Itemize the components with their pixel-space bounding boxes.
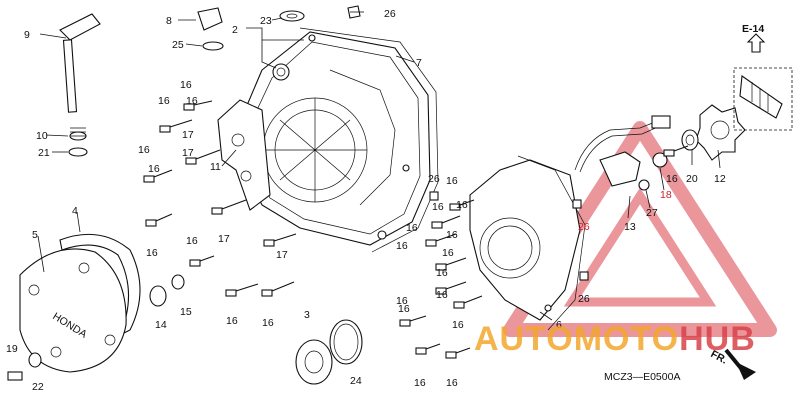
callout-16: 16 — [158, 95, 170, 107]
callout-16: 16 — [226, 315, 238, 327]
callout-16: 16 — [146, 247, 158, 259]
watermark-text: AUTOMOTOHUB — [474, 320, 756, 358]
callout-16: 16 — [436, 289, 448, 301]
svg-text:AUTOMOTOHUB: AUTOMOTOHUB — [474, 320, 756, 358]
callout-16: 16 — [446, 229, 458, 241]
callout-26: 26 — [384, 8, 396, 20]
callout-17: 17 — [218, 233, 230, 245]
callout-16: 16 — [452, 319, 464, 331]
callout-26: 26 — [578, 293, 590, 305]
callout-16: 16 — [396, 240, 408, 252]
callout-23: 23 — [260, 15, 272, 27]
callout-16: 16 — [148, 163, 160, 175]
callout-9: 9 — [24, 29, 30, 41]
callout-17: 17 — [276, 249, 288, 261]
front-arrow — [724, 348, 756, 380]
collar — [681, 129, 699, 151]
callout-16: 16 — [262, 317, 274, 329]
callout-26: 26 — [578, 221, 590, 233]
callout-10: 10 — [36, 130, 48, 142]
pulse-cover: HONDA — [19, 248, 127, 373]
callout-21: 21 — [38, 147, 50, 159]
generator-cover — [469, 155, 586, 331]
drive-plate — [695, 104, 746, 161]
callout-16: 16 — [138, 144, 150, 156]
sensor-wire-assembly — [574, 115, 671, 191]
callout-17: 17 — [182, 129, 194, 141]
callout-16: 16 — [436, 267, 448, 279]
section-reference: E-14 — [742, 23, 764, 35]
callout-3: 3 — [304, 309, 310, 321]
callout-19: 19 — [6, 343, 18, 355]
collar-15 — [171, 274, 185, 290]
callout-26: 26 — [428, 173, 440, 185]
callout-2: 2 — [232, 24, 238, 36]
callout-27: 27 — [646, 207, 658, 219]
callout-16: 16 — [446, 377, 458, 389]
callout-8: 8 — [166, 15, 172, 27]
bolt-19 — [7, 371, 23, 381]
callout-16: 16 — [666, 173, 678, 185]
watermark-auto: AUTO — [474, 320, 574, 358]
oil-seal — [295, 339, 333, 385]
callout-16: 16 — [446, 175, 458, 187]
callout-16: 16 — [414, 377, 426, 389]
clutch-cover-gasket — [299, 27, 439, 253]
grommet-14 — [149, 285, 167, 307]
callout-16: 16 — [442, 247, 454, 259]
callout-16: 16 — [406, 222, 418, 234]
callout-13: 13 — [624, 221, 636, 233]
callout-16: 16 — [186, 95, 198, 107]
callout-18: 18 — [660, 189, 672, 201]
callout-16: 16 — [398, 303, 410, 315]
callout-6: 6 — [556, 319, 562, 331]
callout-7: 7 — [416, 57, 422, 69]
callout-22: 22 — [32, 381, 44, 393]
callout-16: 16 — [186, 235, 198, 247]
callout-16: 16 — [456, 199, 468, 211]
watermark-hub: HUB — [679, 320, 756, 358]
callout-16: 16 — [432, 201, 444, 213]
callout-11: 11 — [210, 161, 221, 173]
washer-22 — [28, 352, 42, 368]
leader-lines — [37, 11, 721, 321]
o-ring — [329, 319, 363, 365]
callout-5: 5 — [32, 229, 38, 241]
callout-14: 14 — [155, 319, 167, 331]
callout-12: 12 — [714, 173, 726, 185]
callout-4: 4 — [72, 205, 78, 217]
bolts — [143, 100, 689, 359]
callout-16: 16 — [180, 79, 192, 91]
pulse-cover-gasket — [59, 233, 141, 337]
dowel-pins — [429, 191, 589, 281]
callout-20: 20 — [686, 173, 698, 185]
mounting-bracket — [217, 99, 271, 211]
diagram-code: MCZ3—E0500A — [604, 371, 680, 383]
watermark-moto: MOTO — [574, 320, 679, 358]
clutch-cover — [241, 31, 431, 246]
callout-17: 17 — [182, 147, 194, 159]
callout-24: 24 — [350, 375, 362, 387]
callout-15: 15 — [180, 306, 192, 318]
callout-labels: 2 3 4 5 6 7 8 9 10 11 12 13 14 15 16 16 … — [6, 8, 726, 393]
reference-box — [733, 33, 793, 131]
shift-arm — [59, 13, 101, 157]
callout-16: 16 — [396, 295, 408, 307]
callout-25: 25 — [172, 39, 184, 51]
